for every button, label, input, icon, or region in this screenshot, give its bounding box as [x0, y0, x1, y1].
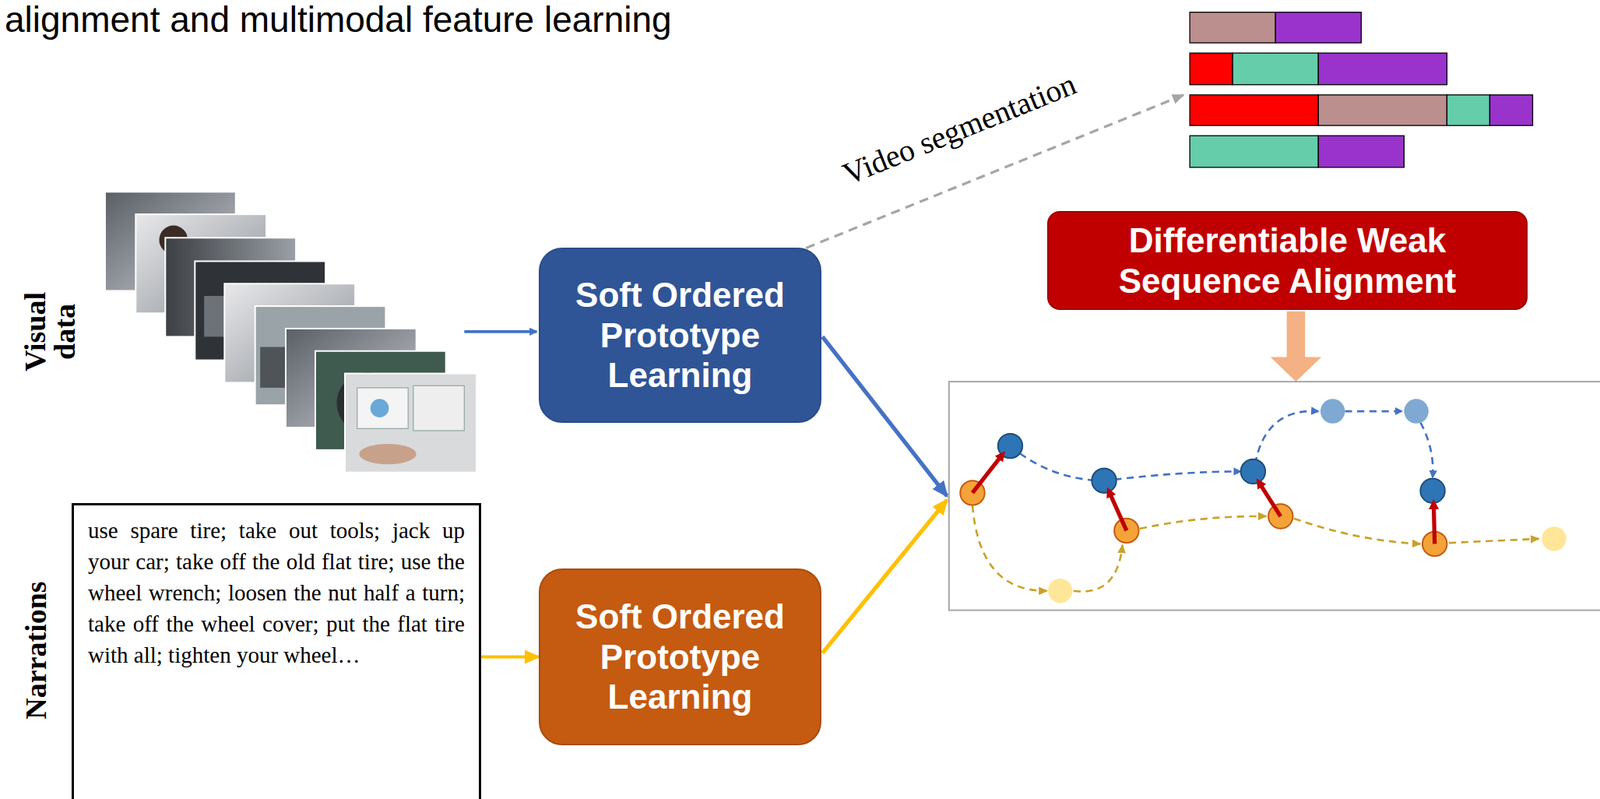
process-box: Soft Ordered Prototype Learning [538, 568, 822, 746]
flow-arrow [481, 655, 539, 659]
title: alignment and multimodal feature learnin… [4, 0, 672, 40]
block-arrow [1270, 311, 1323, 382]
node-text: Soft Ordered Prototype Learning [540, 274, 820, 395]
text-box: use spare tire; take out tools; jack up … [71, 502, 482, 799]
node-text: Soft Ordered Prototype Learning [540, 596, 820, 717]
flow-arrow [822, 336, 947, 496]
arrow-label: Video segmentation [838, 68, 1080, 190]
flow-arrow [822, 499, 947, 654]
process-box: Soft Ordered Prototype Learning [538, 247, 822, 423]
alignment-panel [949, 381, 1600, 611]
segmentation-bars [1189, 12, 1533, 168]
process-box: Differentiable Weak Sequence Alignment [1047, 210, 1528, 310]
node-text: Differentiable Weak Sequence Alignment [1048, 220, 1527, 301]
flow-arrow [464, 330, 537, 334]
video-frames [105, 191, 477, 472]
node-text: use spare tire; take out tools; jack up … [73, 505, 479, 680]
alignment-illustration [960, 398, 1566, 603]
side-label: Narrations [21, 580, 51, 719]
side-label: Visual data [20, 283, 80, 381]
